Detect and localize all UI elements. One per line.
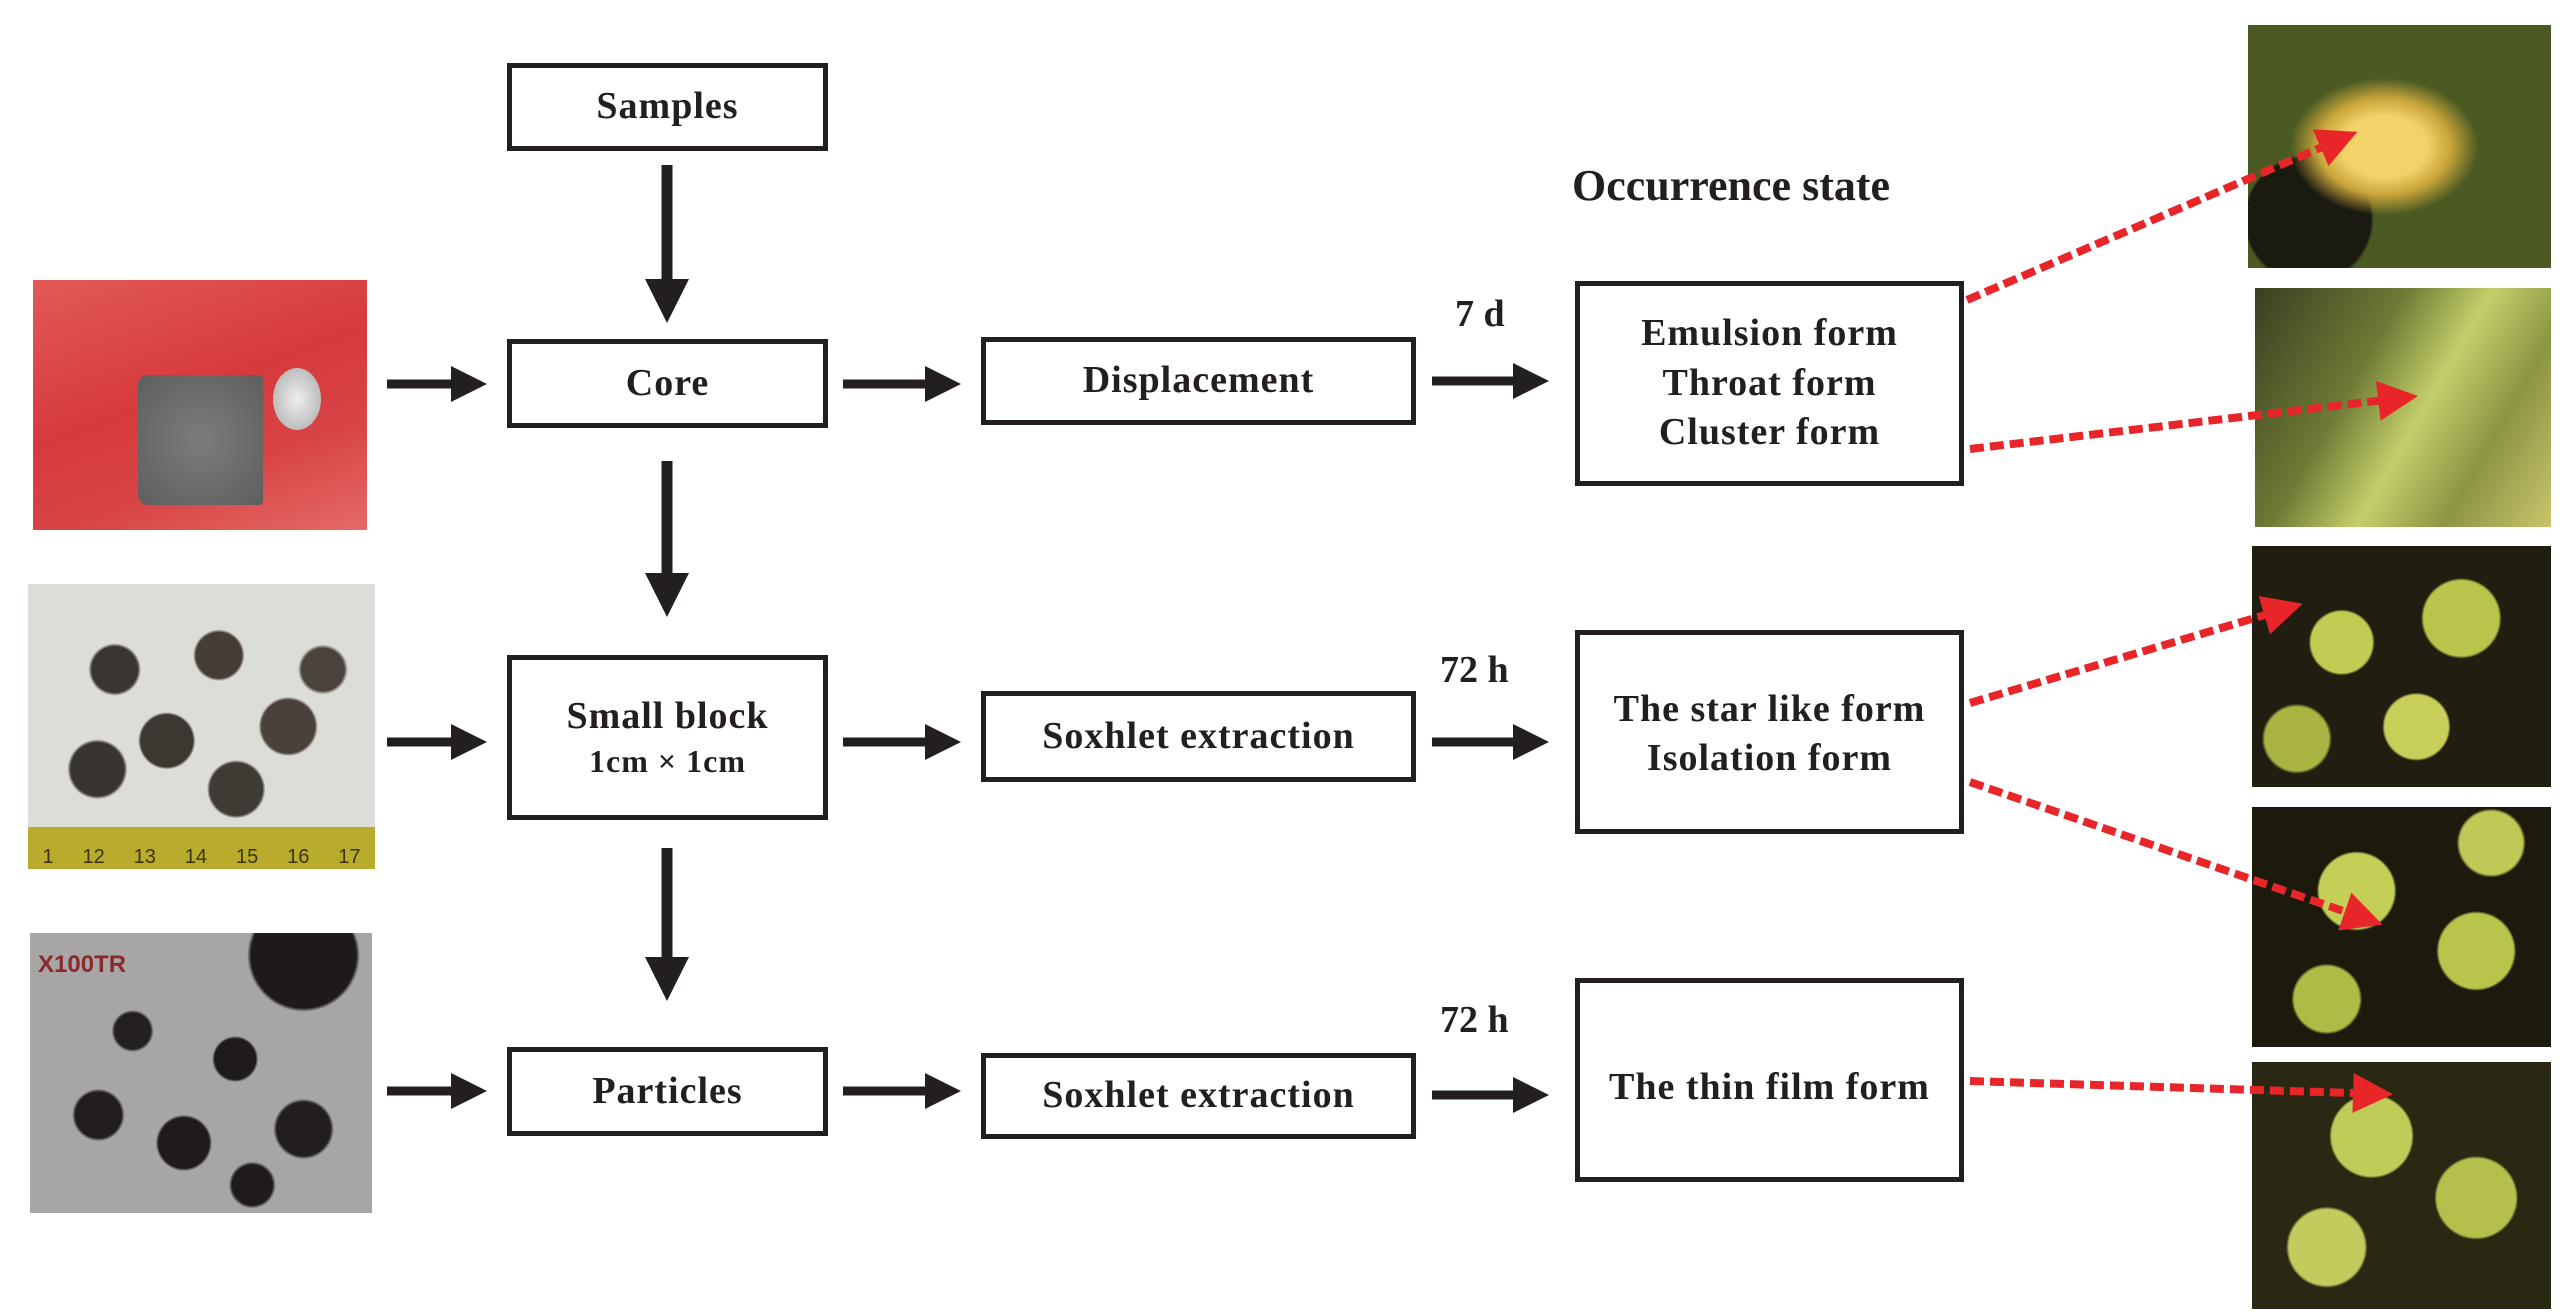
ruler-number: 15 [235, 846, 259, 868]
ruler-number: 14 [184, 846, 208, 868]
state-box-2: The star like form Isolation form [1575, 630, 1964, 834]
ruler-number: 12 [82, 846, 105, 868]
micrograph-thin-film [2252, 1062, 2551, 1309]
displacement-box: Displacement [981, 337, 1416, 425]
samples-box: Samples [507, 63, 828, 151]
particles-photo: X100TR [30, 933, 372, 1213]
state-star-like: The star like form [1613, 688, 1926, 730]
small-block-size: 1cm × 1cm [589, 743, 746, 780]
state-thin-film: The thin film form [1609, 1066, 1930, 1108]
state-box-1: Emulsion form Throat form Cluster form [1575, 281, 1964, 486]
soxhlet-label: Soxhlet extraction [1042, 1074, 1355, 1117]
ruler: 1 12 13 14 15 16 17 [28, 827, 375, 869]
core-label: Core [625, 361, 710, 404]
soxhlet-label: Soxhlet extraction [1042, 714, 1355, 757]
state-box-3: The thin film form [1575, 978, 1964, 1182]
core-box: Core [507, 339, 828, 428]
state-cluster: Cluster form [1658, 411, 1881, 454]
particles-label: Particles [592, 1069, 743, 1112]
core-sample-shape [138, 375, 263, 505]
soxhlet-box-2: Soxhlet extraction [981, 1053, 1416, 1139]
red-arrow-emulsion [1965, 129, 2358, 304]
soxhlet-box-1: Soxhlet extraction [981, 691, 1416, 782]
core-photo [33, 280, 367, 530]
micrograph-emulsion [2248, 25, 2551, 268]
micrograph-star [2252, 546, 2551, 787]
state-throat: Throat form [1662, 361, 1877, 404]
duration-7d: 7 d [1455, 293, 1505, 335]
red-arrow-isolation [1968, 778, 2383, 931]
small-block-box: Small block 1cm × 1cm [507, 655, 828, 820]
ruler-number: 17 [338, 846, 361, 868]
ruler-number: 16 [287, 846, 310, 868]
samples-label: Samples [596, 85, 739, 128]
small-block-photo: 1 12 13 14 15 16 17 [28, 584, 375, 869]
coin-shape [273, 368, 321, 430]
occurrence-state-title: Occurrence state [1572, 161, 1891, 210]
small-block-label: Small block [566, 695, 769, 737]
red-arrow-star [1968, 595, 2303, 707]
state-isolation: Isolation form [1646, 737, 1893, 780]
state-emulsion: Emulsion form [1641, 312, 1898, 355]
magnification-label: X100TR [38, 951, 127, 978]
red-arrow-thin-film [1969, 1073, 2393, 1113]
ruler-number: 1 [42, 846, 54, 868]
displacement-label: Displacement [1082, 359, 1315, 402]
particles-box: Particles [507, 1047, 828, 1136]
duration-72h-2: 72 h [1440, 999, 1509, 1041]
ruler-number: 13 [133, 846, 156, 868]
micrograph-isolation [2252, 807, 2551, 1047]
duration-72h-1: 72 h [1440, 649, 1509, 691]
red-arrow-cluster [1969, 380, 2418, 453]
